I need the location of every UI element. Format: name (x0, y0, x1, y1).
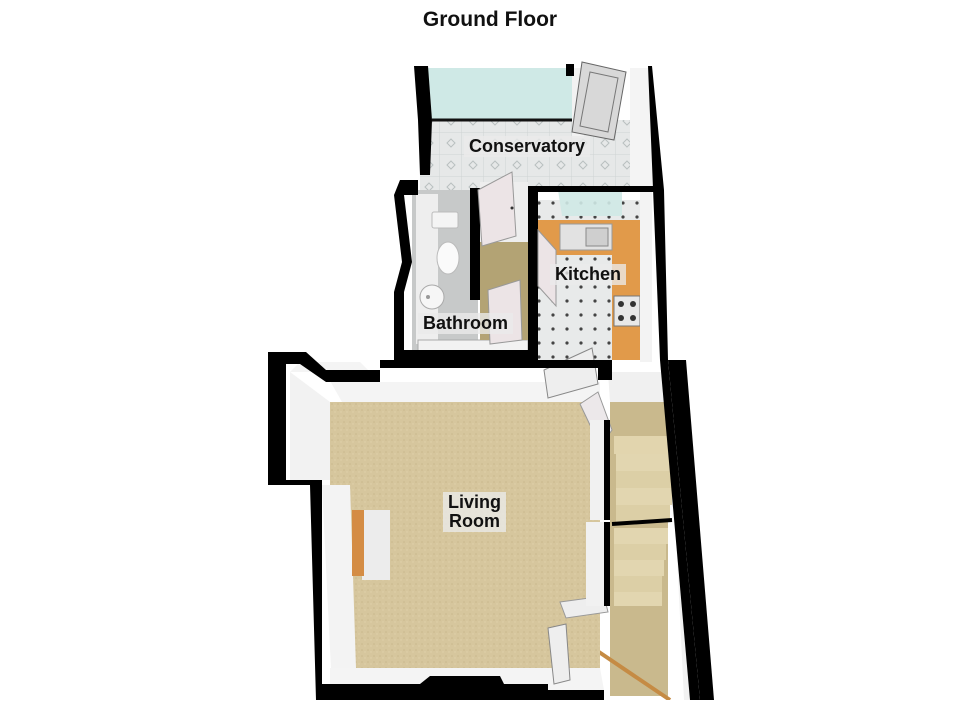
room-label-conservatory: Conservatory (464, 136, 591, 157)
conservatory-room (414, 61, 668, 360)
kitchen-door[interactable] (537, 228, 557, 308)
toilet (431, 211, 460, 275)
floor-title: Ground Floor (422, 8, 558, 31)
room-label-kitchen: Kitchen (550, 264, 627, 285)
staircase (611, 436, 680, 606)
kitchen-sink (559, 223, 613, 251)
room-label-living-room: Living Room (443, 492, 506, 532)
bathroom-room (394, 180, 534, 360)
bathroom-door[interactable] (487, 279, 523, 345)
glass-panel (428, 68, 572, 120)
kitchen-glass (558, 190, 622, 216)
conservatory-door[interactable] (571, 61, 627, 141)
front-door[interactable] (547, 623, 571, 685)
fireplace (352, 510, 390, 580)
banister (594, 648, 672, 702)
living-room (268, 347, 714, 712)
hallway-door-top[interactable] (477, 171, 517, 247)
bathroom-sink (419, 284, 445, 310)
stairs-hall (594, 372, 702, 702)
room-label-bathroom: Bathroom (418, 313, 513, 334)
kitchen-hob (613, 295, 641, 327)
